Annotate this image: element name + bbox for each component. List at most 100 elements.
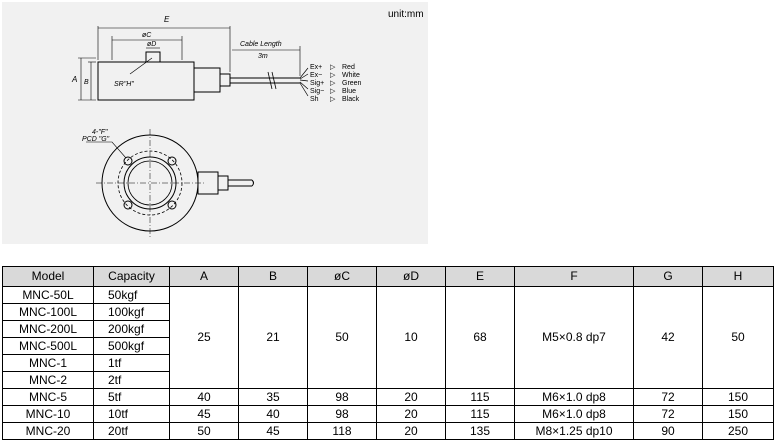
arrow-icon: ▷ xyxy=(330,80,336,87)
d-cell: 20 xyxy=(376,388,446,406)
header-e: E xyxy=(445,266,515,287)
wire-legend: Ex+ ▷ Red Ex− ▷ White Sig+ ▷ Green Sig− … xyxy=(310,64,362,103)
g-cell: 72 xyxy=(633,405,703,423)
c-cell: 98 xyxy=(307,405,377,423)
capacity-cell: 10tf xyxy=(93,405,170,423)
b-cell: 45 xyxy=(238,422,308,440)
table-row: MNC-20 20tf 50 45 118 20 135 M8×1.25 dp1… xyxy=(2,422,774,440)
arrow-icon: ▷ xyxy=(330,96,336,103)
drawing-svg: E øC øD A B SR"H" Cable Length 3m Ex+ ▷ … xyxy=(71,15,362,237)
arrow-icon: ▷ xyxy=(330,88,336,95)
header-g: G xyxy=(633,266,703,287)
top-view xyxy=(86,129,254,237)
capacity-cell: 50kgf xyxy=(93,286,170,304)
capacity-cell: 2tf xyxy=(93,371,170,389)
unit-note: unit:mm xyxy=(388,9,424,20)
d-cell: 10 xyxy=(376,286,446,389)
model-cell: MNC-200L xyxy=(2,320,94,338)
e-cell: 115 xyxy=(445,388,515,406)
a-cell: 45 xyxy=(169,405,239,423)
h-cell: 150 xyxy=(702,405,774,423)
capacity-cell: 1tf xyxy=(93,354,170,372)
cable-gland xyxy=(193,67,221,93)
table-row: MNC-1 1tf xyxy=(2,354,774,372)
f-cell: M6×1.0 dp8 xyxy=(514,405,634,423)
e-cell: 115 xyxy=(445,405,515,423)
load-button xyxy=(145,51,161,63)
d-cell: 20 xyxy=(376,422,446,440)
table-row: MNC-50L 50kgf 25 21 50 10 68 M5×0.8 dp7 … xyxy=(2,286,774,389)
e-cell: 135 xyxy=(445,422,515,440)
header-b: B xyxy=(238,266,308,287)
dim-A-label: A xyxy=(71,75,77,84)
a-cell: 50 xyxy=(169,422,239,440)
capacity-cell: 200kgf xyxy=(93,320,170,338)
c-cell: 118 xyxy=(307,422,377,440)
header-h: H xyxy=(702,266,774,287)
side-view xyxy=(78,26,309,101)
h-cell: 250 xyxy=(702,422,774,440)
dim-E-label: E xyxy=(164,15,170,24)
wire-color: Red xyxy=(342,64,355,71)
wire-signal: Ex− xyxy=(310,72,322,79)
table-row: MNC-200L 200kgf xyxy=(2,320,774,338)
c-cell: 50 xyxy=(307,286,377,389)
header-c: øC xyxy=(307,266,377,287)
model-cell: MNC-5 xyxy=(2,388,94,406)
f-cell: M5×0.8 dp7 xyxy=(514,286,634,389)
wire-signal: Sh xyxy=(310,96,319,103)
g-cell: 42 xyxy=(633,286,703,389)
header-row: Model Capacity A B øC øD E F G H xyxy=(2,266,774,287)
wire-color: Blue xyxy=(342,88,356,95)
a-cell: 25 xyxy=(169,286,239,389)
header-f: F xyxy=(514,266,634,287)
f-cell: M8×1.25 dp10 xyxy=(514,422,634,440)
dim-D-label: øD xyxy=(147,41,156,48)
model-cell: MNC-100L xyxy=(2,303,94,321)
pcd-label: PCD "G" xyxy=(82,136,110,143)
header-d: øD xyxy=(376,266,446,287)
model-cell: MNC-500L xyxy=(2,337,94,355)
wire-signal: Sig− xyxy=(310,88,324,95)
model-cell: MNC-1 xyxy=(2,354,94,372)
table-row: MNC-5 5tf 40 35 98 20 115 M6×1.0 dp8 72 … xyxy=(2,388,774,406)
bolt-hole xyxy=(123,200,133,210)
c-cell: 98 xyxy=(307,388,377,406)
model-cell: MNC-50L xyxy=(2,286,94,304)
model-cell: MNC-20 xyxy=(2,422,94,440)
header-a: A xyxy=(169,266,239,287)
bolt-hole xyxy=(167,156,177,166)
b-cell: 40 xyxy=(238,405,308,423)
header-model: Model xyxy=(2,266,94,287)
f-cell: M6×1.0 dp8 xyxy=(514,388,634,406)
capacity-cell: 500kgf xyxy=(93,337,170,355)
h-cell: 50 xyxy=(702,286,774,389)
bolt-hole xyxy=(123,156,133,166)
wire-color: Black xyxy=(342,96,360,103)
arrow-icon: ▷ xyxy=(330,72,336,79)
holes-label: 4-"F" xyxy=(92,129,108,136)
model-cell: MNC-2 xyxy=(2,371,94,389)
wire-signal: Ex+ xyxy=(310,64,322,71)
g-cell: 72 xyxy=(633,388,703,406)
load-cell-body xyxy=(97,61,195,101)
arrow-icon: ▷ xyxy=(330,64,336,71)
table-row: MNC-10 10tf 45 40 98 20 115 M6×1.0 dp8 7… xyxy=(2,405,774,423)
dim-C-label: øC xyxy=(142,32,152,39)
e-cell: 68 xyxy=(445,286,515,389)
cable-length-label: Cable Length xyxy=(240,41,282,48)
wire-signal: Sig+ xyxy=(310,80,324,87)
dim-B-label: B xyxy=(84,79,89,86)
a-cell: 40 xyxy=(169,388,239,406)
g-cell: 90 xyxy=(633,422,703,440)
h-cell: 150 xyxy=(702,388,774,406)
cable-length-value: 3m xyxy=(258,53,268,60)
bolt-hole xyxy=(167,200,177,210)
technical-drawing: E øC øD A B SR"H" Cable Length 3m Ex+ ▷ … xyxy=(2,2,428,244)
wire-color: Green xyxy=(342,80,362,87)
outer-flange xyxy=(101,134,199,232)
wire-color: White xyxy=(342,72,360,79)
b-cell: 21 xyxy=(238,286,308,389)
model-cell: MNC-10 xyxy=(2,405,94,423)
sphere-radius-label: SR"H" xyxy=(114,81,134,88)
